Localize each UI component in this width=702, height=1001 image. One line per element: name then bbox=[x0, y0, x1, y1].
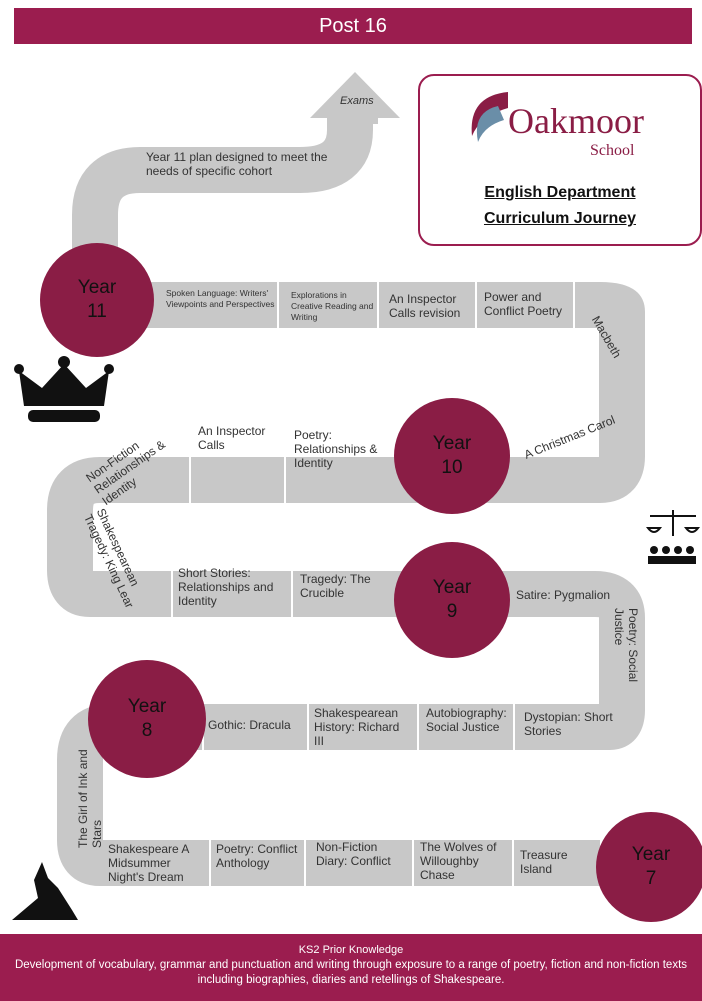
oakmoor-swoosh-icon bbox=[471, 92, 508, 142]
dracula-unit: Gothic: Dracula bbox=[208, 718, 291, 732]
header-bar: Post 16 bbox=[14, 8, 692, 44]
year-10-circle: Year 10 bbox=[394, 398, 510, 514]
treasure-island-unit: Treasure Island bbox=[520, 848, 568, 876]
logo-name: Oakmoor bbox=[508, 101, 644, 141]
curriculum-title: Curriculum Journey bbox=[483, 210, 637, 227]
power-conflict-unit: Power and Conflict Poetry bbox=[484, 290, 563, 318]
year-11-word: Year bbox=[77, 277, 117, 298]
richard-iii-unit: Shakespearean History: Richard III bbox=[314, 706, 400, 748]
poetry-relationships-unit: Poetry: Relationships & Identity bbox=[294, 428, 378, 470]
pygmalion-unit: Satire: Pygmalion bbox=[516, 588, 611, 602]
inspector-calls-unit: An Inspector Calls bbox=[198, 424, 266, 452]
year-9-word: Year bbox=[432, 577, 472, 598]
school-logo-card: Oakmoor School English Department Curric… bbox=[418, 74, 702, 246]
crucible-unit: Tragedy: The Crucible bbox=[300, 572, 371, 600]
explorations-unit: Explorations in Creative Reading and Wri… bbox=[291, 290, 374, 322]
year-8-circle: Year 8 bbox=[88, 660, 206, 778]
year-10-word: Year bbox=[432, 433, 472, 454]
year-8-word: Year bbox=[127, 696, 167, 717]
exams-label: Exams bbox=[340, 95, 374, 107]
dystopian-unit: Dystopian: Short Stories bbox=[524, 710, 613, 738]
year-9-number: 9 bbox=[446, 601, 458, 622]
crown-icon bbox=[14, 356, 114, 422]
year-10-number: 10 bbox=[441, 457, 463, 478]
spoken-language-unit: Spoken Language: Writers' Viewpoints and… bbox=[166, 288, 275, 309]
logo-subtitle: School bbox=[590, 142, 635, 159]
diary-conflict-unit: Non-Fiction Diary: Conflict bbox=[316, 840, 391, 868]
justice-scales-icon bbox=[645, 510, 701, 564]
wolves-unit: The Wolves of Willoughby Chase bbox=[420, 840, 497, 882]
midsummer-unit: Shakespeare A Midsummer Night's Dream bbox=[108, 842, 189, 884]
footer-description: Development of vocabulary, grammar and p… bbox=[14, 959, 688, 986]
year-8-number: 8 bbox=[141, 720, 153, 741]
footer-prior-knowledge: KS2 Prior Knowledge Development of vocab… bbox=[0, 934, 702, 1001]
department-title: English Department bbox=[484, 184, 636, 201]
inspector-revision-unit: An Inspector Calls revision bbox=[389, 292, 461, 320]
header-title: Post 16 bbox=[319, 14, 387, 37]
howling-wolf-icon bbox=[12, 862, 78, 920]
girl-of-ink-unit: The Girl of Ink and Stars bbox=[76, 749, 104, 848]
year-11-number: 11 bbox=[87, 301, 107, 322]
autobiography-unit: Autobiography: Social Justice bbox=[426, 706, 507, 734]
footer-heading: KS2 Prior Knowledge bbox=[298, 944, 404, 956]
year11-plan-text: Year 11 plan designed to meet the needs … bbox=[146, 150, 328, 178]
conflict-anthology-unit: Poetry: Conflict Anthology bbox=[216, 842, 298, 870]
year-7-circle: Year 7 bbox=[596, 812, 702, 922]
year-7-number: 7 bbox=[645, 868, 657, 889]
short-stories-unit: Short Stories: Relationships and Identit… bbox=[178, 566, 274, 608]
social-justice-poetry-unit: Poetry: Social Justice bbox=[612, 608, 640, 683]
year-7-word: Year bbox=[631, 844, 671, 865]
year-11-circle: Year 11 bbox=[40, 243, 154, 357]
year-9-circle: Year 9 bbox=[394, 542, 510, 658]
